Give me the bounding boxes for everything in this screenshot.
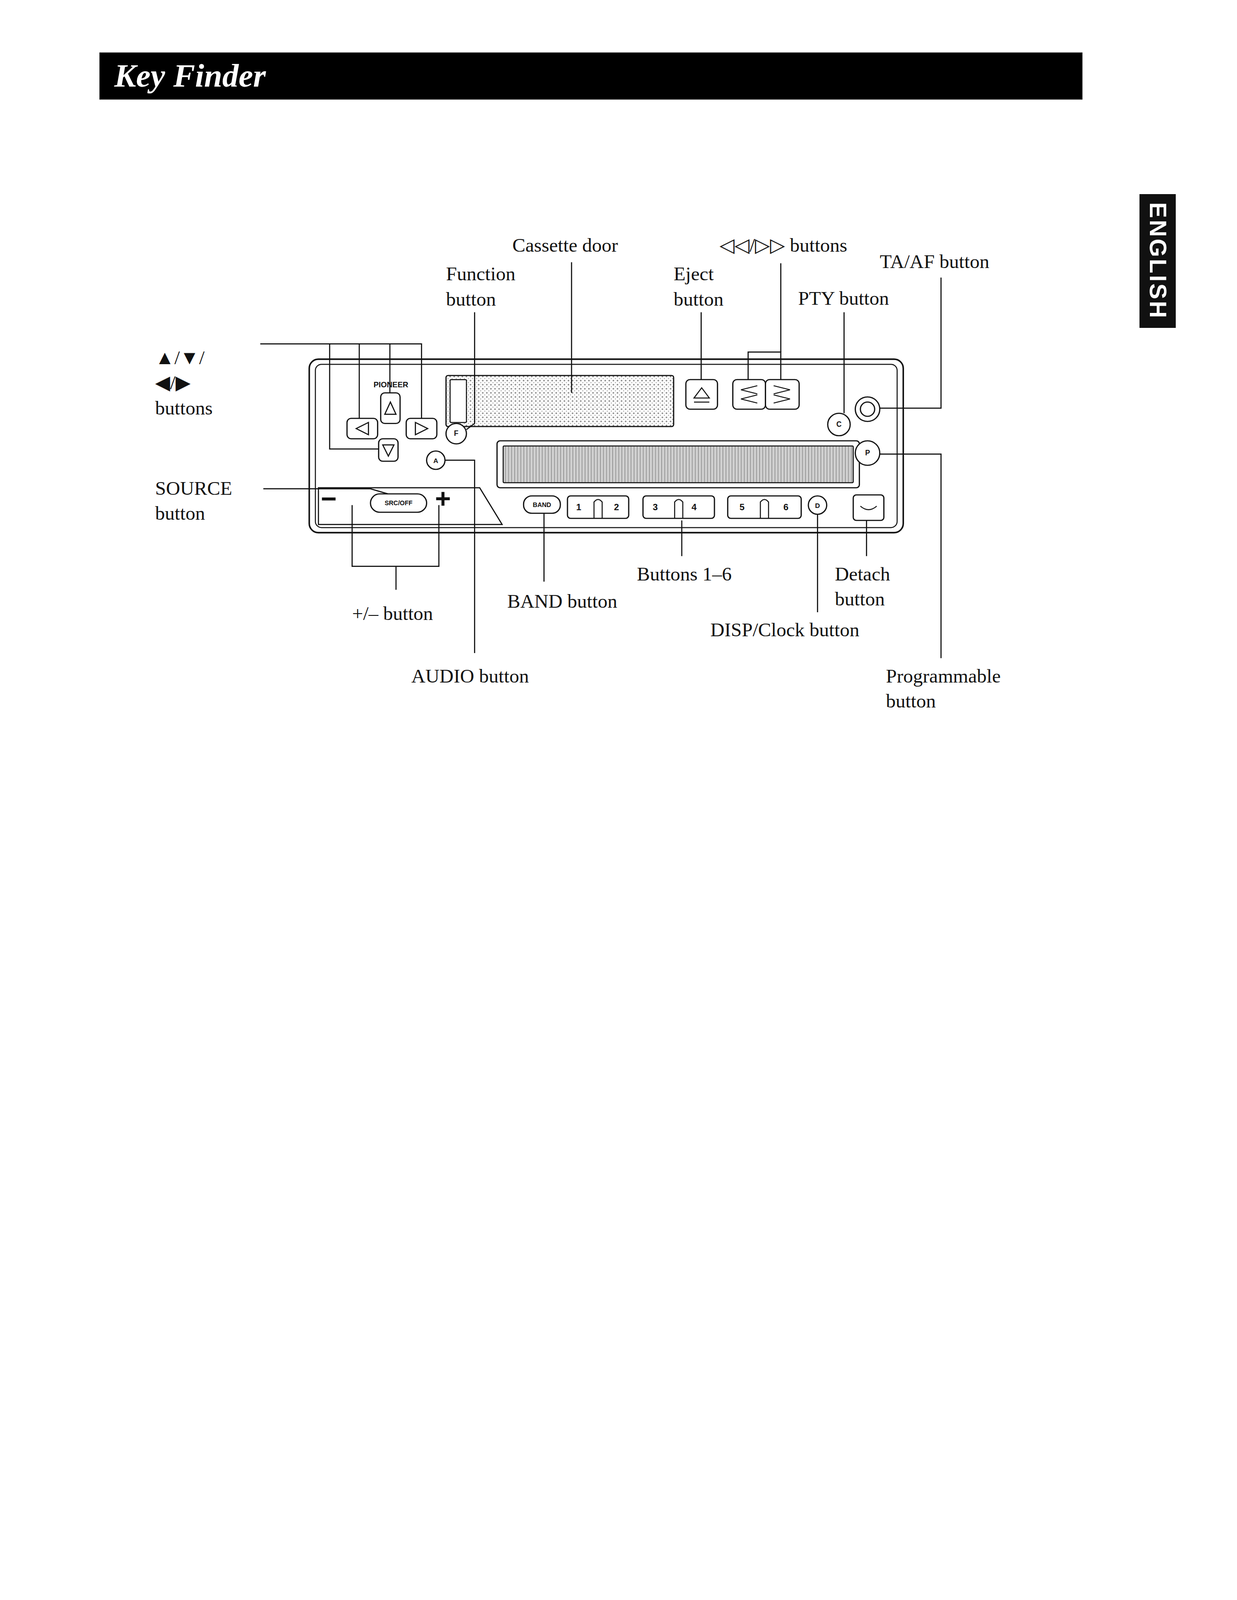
preset-button-pair (643, 496, 715, 519)
part-label: TA/AF button (880, 249, 990, 275)
preset-divider (760, 499, 769, 519)
language-tab: ENGLISH (1139, 194, 1176, 328)
leader-line (543, 513, 545, 582)
arrow-symbol (382, 444, 395, 457)
part-label: Eject button (673, 261, 724, 313)
part-label: Detach button (835, 561, 891, 613)
leader-line (780, 263, 782, 353)
source-button (370, 493, 427, 513)
forward-symbol (773, 386, 791, 404)
pty-button (827, 413, 851, 436)
rewind-symbol (741, 386, 758, 404)
button-number: 2 (613, 502, 619, 512)
part-label: BAND button (507, 588, 617, 615)
part-label: Programmable button (885, 663, 1001, 715)
leader-line (466, 312, 475, 431)
title-bar (100, 53, 1083, 99)
up-arrow-button (380, 392, 401, 424)
leader-line (395, 566, 397, 591)
preset-divider (674, 499, 683, 519)
ta-af-ring (860, 402, 876, 417)
preset-button-pair (567, 496, 629, 519)
button-number: 6 (783, 502, 789, 512)
leader-line (352, 505, 439, 567)
leader-line (358, 343, 360, 419)
part-label: ▲/▼/◀/▶ buttons (155, 345, 213, 422)
ta-af-button (855, 396, 881, 422)
button-text: − (320, 485, 337, 513)
eject-button (685, 379, 718, 410)
leader-line (880, 454, 942, 659)
left-arrow-button (347, 418, 378, 440)
fast-forward-button (765, 379, 800, 410)
part-label: PTY button (798, 285, 890, 312)
rewind-button (733, 379, 766, 410)
arrow-symbol (356, 422, 369, 436)
unit-body (309, 359, 904, 533)
down-arrow-button (378, 439, 399, 462)
button-text: + (435, 485, 451, 513)
band-button (523, 496, 561, 514)
button-letter: A (433, 456, 439, 464)
button-letter: F (454, 430, 459, 438)
button-number: 3 (652, 502, 658, 512)
part-label: DISP/Clock button (710, 617, 860, 643)
leader-line (816, 514, 818, 613)
right-arrow-button (406, 418, 438, 440)
button-number: 4 (691, 502, 697, 512)
leader-line (865, 520, 867, 557)
part-label: ◁◁/▷▷ buttons (719, 232, 848, 259)
part-label: SOURCE button (155, 475, 233, 527)
leader-line (843, 312, 845, 414)
preset-divider (594, 499, 603, 519)
leader-line (748, 352, 781, 380)
programmable-button (855, 440, 881, 466)
preset-button-pair (727, 496, 802, 519)
eject-symbol (694, 387, 710, 399)
brand-mark: PIONEER (373, 381, 409, 389)
button-text: BAND (532, 501, 552, 509)
part-label: Cassette door (512, 232, 619, 259)
button-letter: C (836, 420, 842, 429)
leader-line (260, 343, 422, 419)
disp-clock-button (808, 496, 827, 515)
detach-button (853, 494, 885, 521)
button-text: SRC/OFF (384, 499, 413, 507)
button-number: 1 (576, 502, 582, 512)
arrow-symbol (384, 402, 397, 415)
button-letter: D (815, 501, 821, 509)
unit-inner-frame (315, 364, 898, 528)
detach-symbol (860, 506, 877, 510)
leader-line (700, 312, 702, 381)
leader-line (681, 520, 683, 557)
eject-symbol (694, 401, 710, 403)
leader-line (571, 262, 573, 393)
leader-line (329, 343, 379, 450)
audio-button (426, 451, 446, 470)
part-label: AUDIO button (411, 663, 529, 690)
display-window (497, 440, 860, 489)
button-number: 5 (739, 502, 745, 512)
display-panel (503, 445, 854, 483)
page-title: Key Finder (114, 53, 266, 99)
part-label: Buttons 1–6 (636, 561, 732, 587)
cassette-door (445, 375, 674, 427)
function-button (445, 423, 467, 445)
button-letter: P (865, 449, 871, 457)
part-label: Function button (445, 261, 516, 313)
part-label: +/– button (352, 601, 433, 627)
cassette-slot (449, 379, 467, 423)
arrow-symbol (415, 422, 428, 436)
